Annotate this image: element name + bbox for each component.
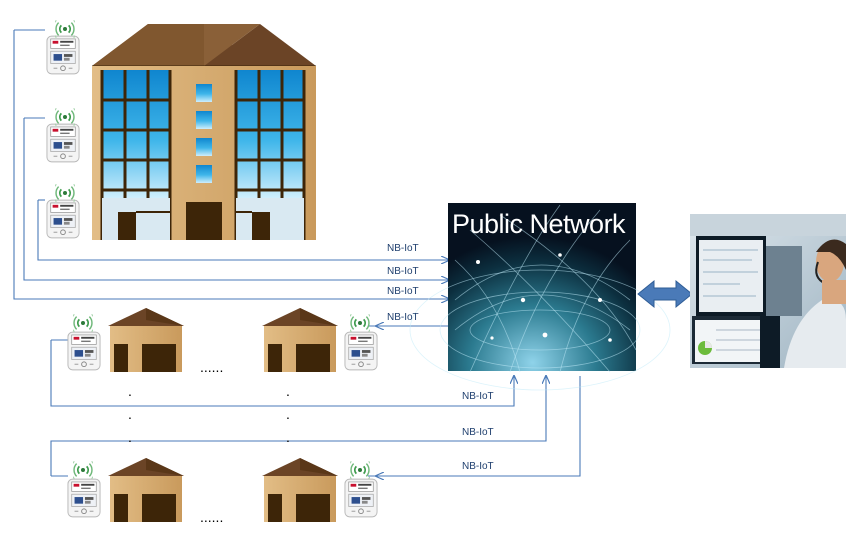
smart-meter-icon — [344, 331, 378, 371]
house-icon — [262, 308, 338, 372]
link-building-2 — [23, 118, 449, 280]
nb-iot-label: NB-IoT — [462, 461, 494, 472]
ellipsis-row-2: ...... — [200, 509, 223, 525]
ellipsis-vertical: . — [128, 429, 132, 445]
link-building-1 — [37, 200, 449, 260]
wireless-signal-icon — [73, 460, 93, 480]
wireless-signal-icon — [55, 107, 75, 127]
wireless-signal-icon — [73, 313, 93, 333]
link-labels: NB-IoT NB-IoT NB-IoT NB-IoT NB-IoT NB-IoT NB-I… — [387, 243, 494, 472]
nb-iot-label: NB-IoT — [387, 286, 419, 297]
ellipsis-vertical: . — [286, 429, 290, 445]
smart-meter-icon — [67, 478, 101, 518]
ellipsis-vertical: . — [286, 383, 290, 399]
link-house-column-2 — [50, 376, 546, 476]
wireless-signal-icon — [350, 313, 370, 333]
bidirectional-arrow — [637, 279, 693, 309]
link-building-3 — [13, 30, 449, 299]
smart-meter-icon — [46, 123, 80, 163]
ellipsis-vertical: . — [128, 406, 132, 422]
nb-iot-label: NB-IoT — [387, 243, 419, 254]
houses — [108, 308, 338, 522]
globe-icon — [409, 204, 671, 391]
nb-iot-label: NB-IoT — [387, 266, 419, 277]
smart-meter-icon — [67, 331, 101, 371]
public-network-title: Public Network — [452, 209, 626, 239]
house-icon — [262, 458, 338, 522]
operator-photo — [690, 214, 846, 368]
nb-iot-label: NB-IoT — [462, 391, 494, 402]
smart-meter-icon — [46, 35, 80, 75]
connection-lines — [13, 29, 581, 476]
smart-meter-icon — [344, 478, 378, 518]
public-network-panel: Public Network — [409, 203, 671, 391]
ellipsis-vertical: . — [128, 383, 132, 399]
house-icon — [108, 308, 184, 372]
building-icon — [92, 24, 316, 240]
wireless-signal-icon — [55, 19, 75, 39]
link-house-column-1 — [50, 340, 514, 407]
smart-meter-icon — [46, 199, 80, 239]
ellipsis-row-1: ...... — [200, 359, 223, 375]
house-icon — [108, 458, 184, 522]
wireless-signal-icon — [55, 183, 75, 203]
ellipsis-dots: .................. — [128, 359, 290, 525]
nb-iot-label: NB-IoT — [462, 427, 494, 438]
nb-iot-label: NB-IoT — [387, 312, 419, 323]
ellipsis-vertical: . — [286, 406, 290, 422]
